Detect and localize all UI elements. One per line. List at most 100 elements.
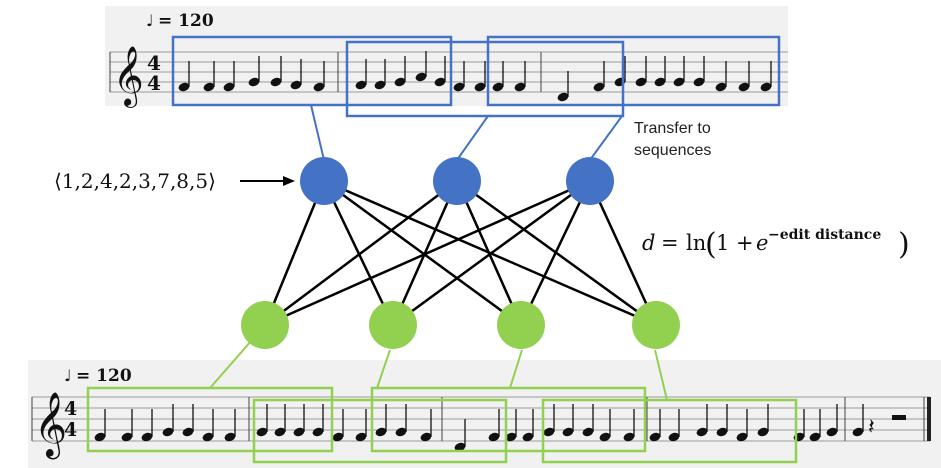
bottom-note-head (141, 432, 153, 442)
bottom-window-boxes (86, 386, 798, 464)
bottom-tempo: = 120 (76, 366, 132, 386)
blue-node-1 (300, 157, 348, 205)
bottom-note-head (649, 432, 661, 442)
bottom-box-connectors (209, 339, 668, 401)
top-note-head (514, 82, 526, 92)
top-box-connectors (310, 104, 623, 161)
bottom-note-head (757, 427, 769, 437)
bottom-note-head (736, 432, 748, 442)
bottom-note-head (599, 432, 611, 442)
bottom-note-head (182, 427, 194, 437)
bottom-note-head (488, 432, 500, 442)
top-note-head (654, 77, 666, 87)
bottom-note-head (454, 442, 466, 452)
top-note-head (715, 82, 727, 92)
bottom-note-head (224, 432, 236, 442)
top-score: 𝄞 4 4 ♩ = 120 (105, 6, 788, 108)
bottom-note-head (94, 432, 106, 442)
top-note-head (313, 82, 325, 92)
top-staff-lines (110, 51, 788, 93)
bottom-note-head (274, 427, 286, 437)
bottom-time-sig-bottom: 4 (64, 419, 77, 441)
network-nodes (241, 157, 680, 349)
top-note-head (374, 80, 386, 90)
top-note-head (415, 72, 427, 82)
top-note-head (474, 82, 486, 92)
bottom-note-head (809, 432, 821, 442)
bottom-time-sig-top: 4 (64, 398, 77, 420)
whole-rest-icon (892, 415, 906, 420)
top-note-head (434, 77, 446, 87)
bottom-staff-lines (32, 396, 930, 442)
top-note-head (270, 77, 282, 87)
formula-lhs: d (642, 231, 655, 255)
edge-b1-g2 (322, 180, 395, 326)
edge-b1-g1 (263, 180, 326, 326)
edge-b3-g4 (588, 180, 658, 326)
top-window-box-1 (171, 35, 453, 107)
green-node-4 (632, 301, 680, 349)
quarter-rest-icon: 𝄽 (868, 415, 875, 440)
bottom-window-box-4 (541, 398, 798, 464)
top-note-head (693, 77, 705, 87)
bottom-note-head (202, 432, 214, 442)
green-node-1 (241, 301, 289, 349)
bottom-note-head (293, 427, 305, 437)
top-window-box-3 (486, 35, 781, 107)
formula-ln: ln (686, 231, 706, 255)
green-node-3 (497, 301, 545, 349)
distance-formula: d = ln ( 1 + e −edit distance ) (642, 227, 910, 262)
formula-e: e (756, 231, 768, 255)
bottom-note-head (543, 427, 555, 437)
bottom-final-barline (927, 397, 931, 441)
sequence-label: ⟨1,2,4,2,3,7,8,5⟩ (54, 169, 216, 193)
top-tempo-note: ♩ (146, 11, 154, 30)
top-note-head (453, 82, 465, 92)
network-edges (263, 179, 658, 327)
top-note-head (760, 82, 772, 92)
bottom-note-head (852, 427, 864, 437)
bottom-note-head (355, 432, 367, 442)
bottom-note-head (420, 432, 432, 442)
top-tempo: = 120 (158, 11, 214, 31)
top-time-sig-top: 4 (147, 51, 161, 75)
top-notes (178, 51, 772, 102)
bottom-note-head (668, 432, 680, 442)
bottom-note-head (826, 427, 838, 437)
bottom-note-head (256, 427, 268, 437)
top-note-head (492, 82, 504, 92)
top-treble-clef: 𝄞 (113, 46, 144, 108)
blue-node-3 (566, 157, 614, 205)
blue-node-2 (433, 157, 481, 205)
bottom-note-head (716, 427, 728, 437)
arrow-head-icon (283, 176, 295, 186)
bottom-note-head (375, 427, 387, 437)
bottom-note-head (162, 427, 174, 437)
top-window-boxes (171, 35, 781, 118)
formula-exponent: −edit distance (768, 227, 881, 243)
top-note-head (557, 92, 569, 102)
green-node-2 (369, 301, 417, 349)
top-note-head (223, 82, 235, 92)
bottom-barlines (31, 397, 925, 441)
top-note-head (593, 82, 605, 92)
bottom-window-box-3 (370, 386, 647, 453)
formula-close-paren: ) (898, 227, 910, 262)
bottom-window-box-1 (86, 386, 334, 453)
transfer-label-line1: Transfer to (634, 120, 711, 137)
bottom-note-head (562, 427, 574, 437)
bottom-treble-clef: 𝄞 (34, 392, 67, 459)
bottom-note-head (696, 427, 708, 437)
top-window-box-2 (345, 40, 625, 118)
edge-b1-g3 (323, 179, 522, 327)
bottom-note-head (522, 432, 534, 442)
bottom-window-box-2 (252, 398, 508, 464)
top-note-head (394, 77, 406, 87)
top-note-head (738, 82, 750, 92)
sequence-arrow (240, 176, 295, 186)
formula-open-paren: ( (705, 227, 717, 262)
top-note-head (355, 80, 367, 90)
top-time-sig-bottom: 4 (147, 71, 161, 95)
bottom-tempo-note: ♩ (64, 366, 72, 385)
